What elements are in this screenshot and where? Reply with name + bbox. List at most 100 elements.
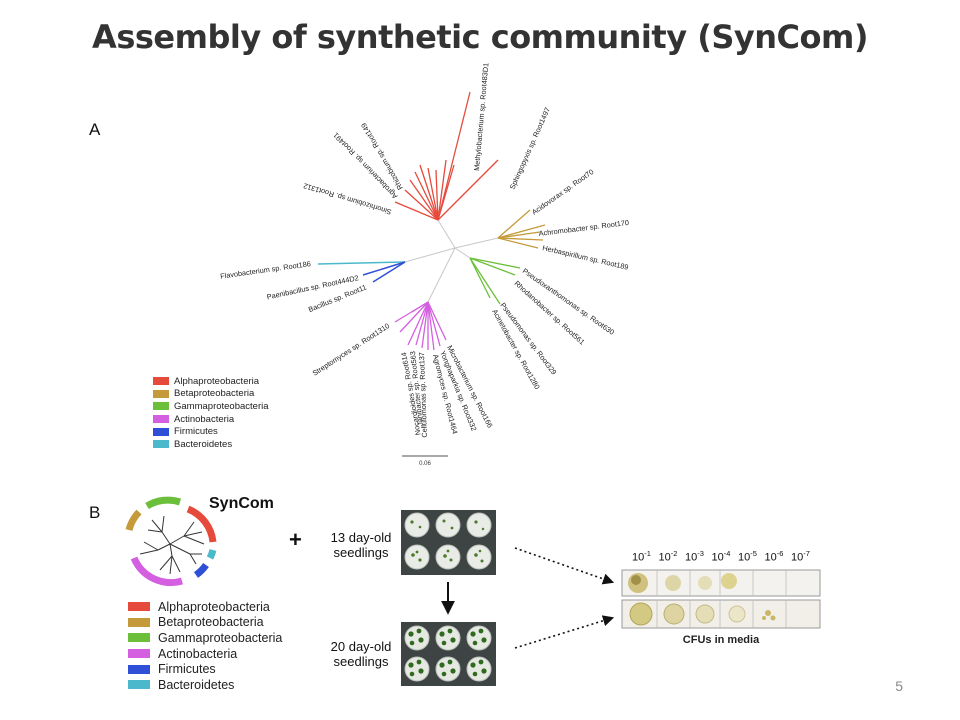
dilution-label: 10-6 [765,549,784,564]
legend-label: Alphaproteobacteria [174,375,260,387]
dilution-exponent: -2 [670,549,678,558]
tree-label: Pseudoxanthomonas sp. Root630 [521,266,616,336]
legend-label: Bacteroidetes [174,438,233,450]
dilution-exponent: -4 [723,549,731,558]
dilution-label: 10-7 [791,549,810,564]
legend-swatch [128,649,150,659]
legend-swatch [128,602,150,612]
dilution-exponent: -3 [697,549,704,558]
tree-label: Rhizobium sp. Root149 [359,121,405,191]
legend-item: Alphaproteobacteria [153,375,269,388]
tree-label: Herbaspirillum sp. Root189 [542,243,630,272]
legend-swatch [153,427,169,436]
panel-b-label: B [89,503,101,522]
tree-label: Streptomyces sp. Root1310 [311,321,391,378]
dilution-label: 10-5 [738,549,757,564]
seedlings-13-line2: seedlings [333,545,389,560]
legend-item: Bacteroidetes [128,677,282,693]
tree-label: Pseudomonas sp. Root329 [498,301,558,377]
legend-swatch [128,680,150,690]
cfu-strip-13-day [621,569,821,597]
tree-label: Sinorhizobium sp. Root1312 [302,181,392,216]
dilution-exponent: -6 [776,549,784,558]
tree-label: Cellulomonas sp. Root137 [417,352,429,438]
seedlings-20-label: 20 day-old seedlings [325,639,397,669]
legend-swatch [153,415,169,424]
seedlings-13-line1: 13 day-old [330,530,392,545]
seedlings-13-label: 13 day-old seedlings [325,530,397,560]
legend-item: Gammaproteobacteria [128,630,282,646]
syncom-branches [139,515,205,575]
dilution-base: 10 [632,551,645,564]
legend-label: Betaproteobacteria [158,615,264,630]
legend-swatch [128,664,150,674]
dilution-base: 10 [738,551,751,564]
tree-label: Microbacterium sp. Root166 [445,344,494,429]
slide-title: Assembly of synthetic community (SynCom) [92,18,868,56]
tree-label: Acidovorax sp. Root70 [530,167,595,216]
clade-betaproteobacteria [497,209,546,249]
seedlings-20-line2: seedlings [333,654,389,669]
legend-item: Alphaproteobacteria [128,599,282,615]
tree-label: Acinetobacter sp. Root1280 [490,308,542,391]
dilution-base: 10 [658,551,671,564]
tree-label: Bacillus sp. Root11 [307,283,368,315]
dilution-base: 10 [764,551,777,564]
dilution-base: 10 [685,551,698,564]
tree-label: Agrobacterium sp. Root491 [331,131,399,201]
legend-swatch [153,377,169,386]
seedlings-20-line1: 20 day-old [330,639,392,654]
legend-label: Firmicutes [174,426,218,438]
syncom-tree-diagram [125,496,217,587]
cfu-strip-20-day [621,599,821,629]
tree-label: Methylobacterium sp. Root483D1 [472,63,490,172]
legend-swatch [153,440,169,449]
dilution-base: 10 [711,551,724,564]
legend-swatch [128,633,150,643]
legend-swatch [153,389,169,398]
cfu-caption: CFUs in media [682,634,760,646]
syncom-arc-alpha [186,505,217,543]
tree-label: Paenibacillus sp. Root444D2 [266,273,360,301]
legend-item: Firmicutes [128,661,282,677]
dilution-label: 10-4 [712,549,731,564]
legend-swatch [153,402,169,411]
tree-label: Agromyces sp. Root1464 [431,353,460,435]
legend-label: Alphaproteobacteria [158,599,270,614]
plate-photo-20-day [401,622,496,686]
syncom-arc-bacteroidetes [206,549,217,560]
dilution-label: 10-1 [632,549,651,564]
tree-label: Sphingopyxis sp. Root1497 [508,106,552,191]
dilution-base: 10 [791,551,804,564]
legend-item: Firmicutes [153,425,269,438]
legend-item: Bacteroidetes [153,438,269,451]
legend-label: Betaproteobacteria [174,388,255,400]
clade-bacteroidetes [317,261,406,265]
tree-label: Achromobacter sp. Root170 [538,218,629,238]
syncom-title: SynCom [209,495,274,512]
dilution-label: 10-2 [659,549,678,564]
legend-item: Gammaproteobacteria [153,400,269,413]
legend-item: Betaproteobacteria [153,388,269,401]
syncom-arc-gamma [145,496,182,510]
panel-a-label: A [89,120,101,139]
tree-label: Janibacter sp. Root563 [408,351,425,427]
plate-photo-13-day [401,510,496,575]
tree-label: Flavobacterium sp. Root186 [220,259,312,281]
syncom-arc-firmicutes [193,562,209,578]
clade-actinobacteria [394,301,447,351]
legend-label: Gammaproteobacteria [174,400,269,412]
slide-number: 5 [895,678,903,694]
dotted-arrow-13-day [514,547,615,585]
legend-swatch [128,617,150,627]
clade-firmicutes [362,261,406,283]
syncom-arc-beta [125,509,142,532]
dilution-exponent: -5 [750,549,757,558]
legend-label: Gammaproteobacteria [158,630,283,645]
dotted-arrow-20-day [514,615,615,649]
dilution-exponent: -7 [803,549,810,558]
clade-gammaproteobacteria [469,257,521,305]
